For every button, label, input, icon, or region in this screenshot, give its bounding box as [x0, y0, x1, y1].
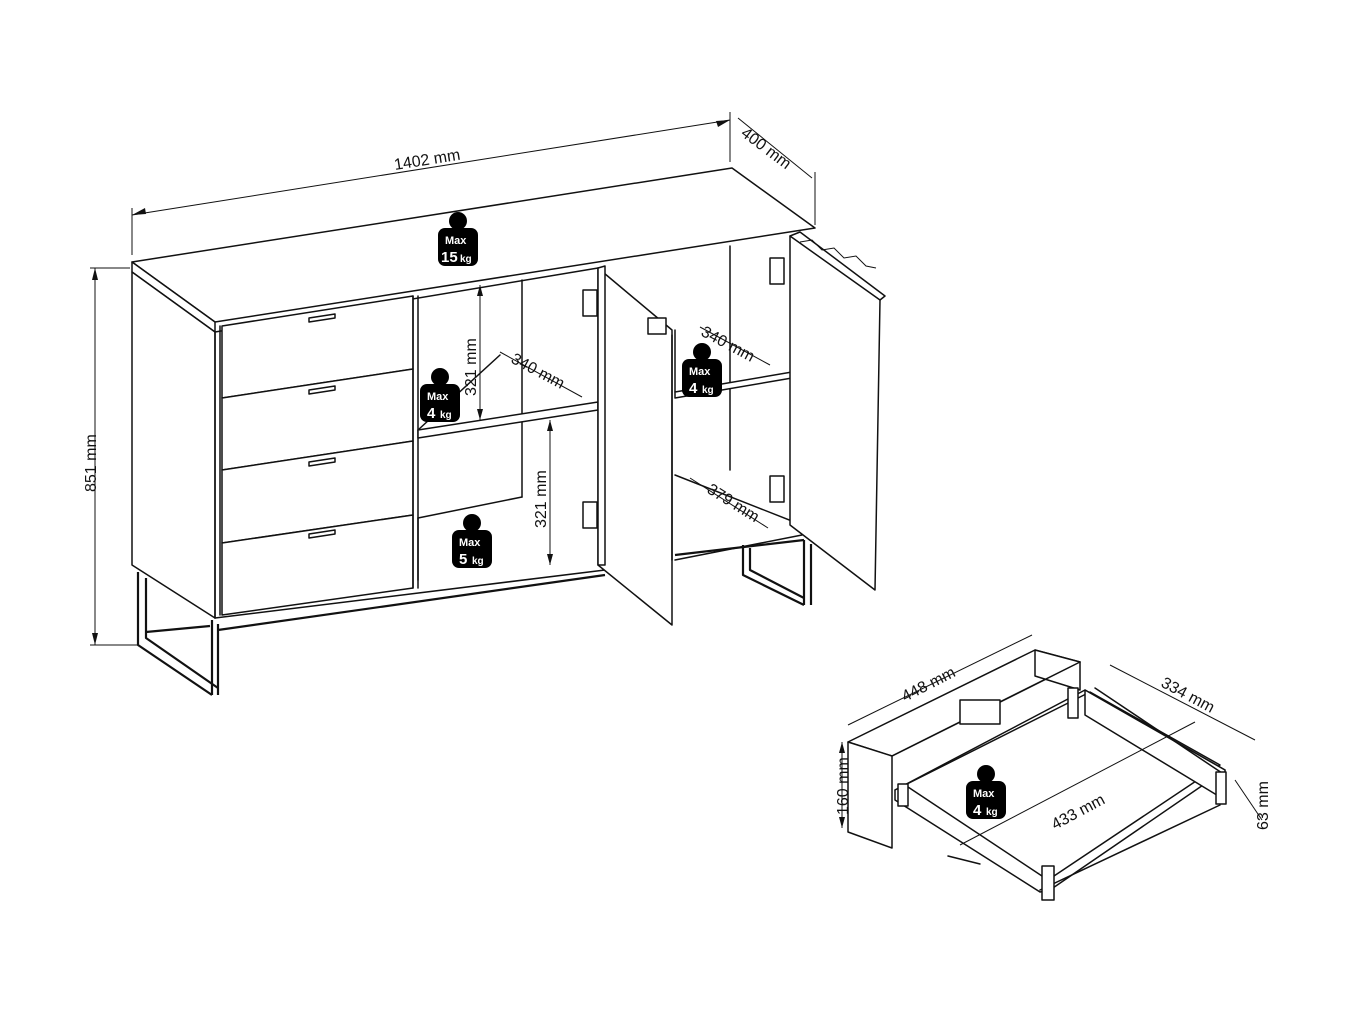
badge-max: Max: [427, 391, 449, 403]
left-side-panel: [131, 271, 216, 619]
shelf-height-upper-label: 321 mm: [463, 338, 480, 396]
sideboard-drawing: [131, 167, 886, 696]
drawer-handle[interactable]: [959, 699, 1001, 725]
badge-value: 4: [973, 802, 982, 819]
left-door[interactable]: [582, 265, 673, 626]
leg-frame: [136, 538, 813, 696]
load-badge: Max 15 kg: [438, 212, 478, 266]
drawer-height-label: 160 mm: [835, 757, 852, 815]
hinge-icon: [582, 501, 598, 529]
load-badge: Max 4 kg: [966, 765, 1006, 819]
badge-unit: kg: [986, 807, 998, 818]
badge-unit: kg: [440, 410, 452, 421]
badge-unit: kg: [472, 556, 484, 567]
shelf-depth-left-label: 340 mm: [508, 351, 567, 393]
drawer-handle-1[interactable]: [308, 313, 336, 323]
load-badge: Max 4 kg: [682, 343, 722, 397]
right-door[interactable]: [769, 231, 886, 591]
left-compartment: [412, 279, 599, 589]
drawer-handle-2[interactable]: [308, 385, 336, 395]
door-handle[interactable]: [647, 317, 667, 335]
load-badge: Max 5 kg: [452, 514, 492, 568]
drawer-stack: [221, 295, 414, 616]
badge-value: 5: [459, 551, 467, 568]
badge-value: 4: [427, 405, 436, 422]
drawer-handle-3[interactable]: [308, 457, 336, 467]
badge-unit: kg: [460, 254, 472, 265]
drawer-inner-height-label: 63 mm: [1255, 781, 1272, 830]
right-door-panel[interactable]: [789, 235, 881, 591]
badge-unit: kg: [702, 385, 714, 396]
badge-max: Max: [459, 537, 481, 549]
drawer-inner-width-label: 334 mm: [1158, 675, 1217, 717]
bottom-depth-right-label: 379 mm: [704, 481, 762, 526]
front-bottom-edge: [214, 569, 606, 619]
drawer-handle-4[interactable]: [308, 529, 336, 539]
drawer-front-face: [847, 741, 893, 849]
badge-max: Max: [445, 235, 467, 247]
shelf-height-lower-label: 321 mm: [533, 470, 550, 528]
hinge-icon: [582, 289, 598, 317]
badge-max: Max: [689, 366, 711, 378]
badge-value: 4: [689, 380, 698, 397]
hinge-icon: [769, 257, 785, 285]
load-badge: Max 4 kg: [420, 368, 460, 422]
width-label: 1402 mm: [393, 147, 462, 174]
badge-value: 15: [441, 249, 458, 266]
badge-max: Max: [973, 788, 995, 800]
depth-label: 400 mm: [738, 125, 794, 173]
hinge-icon: [769, 475, 785, 503]
height-label: 851 mm: [83, 434, 100, 492]
